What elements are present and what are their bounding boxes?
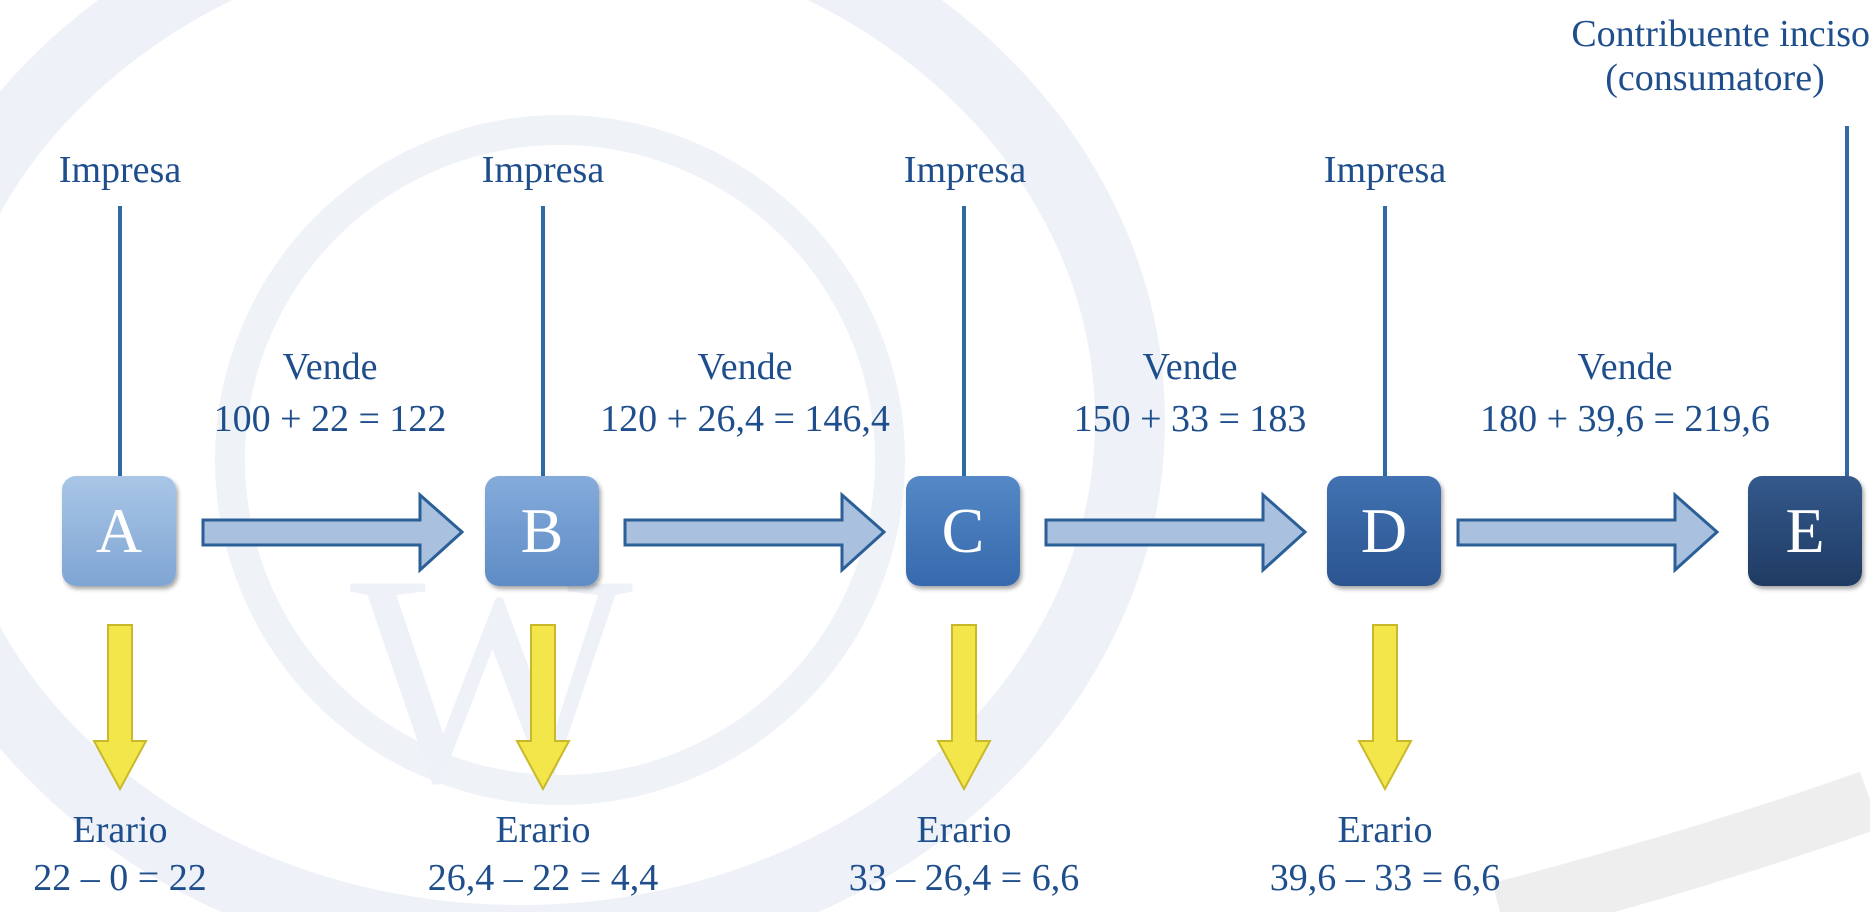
sale-arrow-ab bbox=[201, 491, 465, 574]
connector-line-b bbox=[541, 206, 545, 476]
connector-line-d bbox=[1383, 206, 1387, 476]
sale-title-cd: Vende bbox=[1142, 346, 1238, 388]
erario-label-a: Erario 22 – 0 = 22 bbox=[0, 808, 240, 900]
erario-calc-a: 22 – 0 = 22 bbox=[33, 857, 207, 899]
sale-calc-ab: 100 + 22 = 122 bbox=[213, 398, 447, 440]
tax-arrow-d bbox=[1357, 624, 1413, 792]
sale-calc-bc: 120 + 26,4 = 146,4 bbox=[600, 398, 890, 440]
sale-label-de: Vende 180 + 39,6 = 219,6 bbox=[1430, 345, 1820, 441]
tax-arrow-c bbox=[936, 624, 992, 792]
erario-calc-b: 26,4 – 22 = 4,4 bbox=[427, 857, 659, 899]
sale-title-ab: Vende bbox=[282, 346, 378, 388]
connector-line-a bbox=[118, 206, 122, 476]
sale-calc-de: 180 + 39,6 = 219,6 bbox=[1480, 398, 1770, 440]
impresa-label-a: Impresa bbox=[58, 149, 182, 191]
erario-label-d: Erario 39,6 – 33 = 6,6 bbox=[1225, 808, 1545, 900]
sale-label-bc: Vende 120 + 26,4 = 146,4 bbox=[560, 345, 930, 441]
erario-calc-c: 33 – 26,4 = 6,6 bbox=[848, 857, 1080, 899]
sale-title-de: Vende bbox=[1577, 346, 1673, 388]
tax-arrow-a bbox=[92, 624, 148, 792]
erario-title-a: Erario bbox=[72, 809, 168, 851]
sale-arrow-bc bbox=[623, 491, 887, 574]
erario-label-c: Erario 33 – 26,4 = 6,6 bbox=[804, 808, 1124, 900]
erario-title-d: Erario bbox=[1337, 809, 1433, 851]
sale-arrow-de bbox=[1456, 491, 1720, 574]
impresa-label-c: Impresa bbox=[903, 149, 1027, 191]
consumer-label-line1: Contribuente inciso bbox=[1571, 13, 1870, 55]
node-e: E bbox=[1748, 476, 1862, 586]
node-d: D bbox=[1327, 476, 1441, 586]
erario-label-b: Erario 26,4 – 22 = 4,4 bbox=[383, 808, 703, 900]
sale-label-cd: Vende 150 + 33 = 183 bbox=[1040, 345, 1340, 441]
node-a: A bbox=[62, 476, 176, 586]
consumer-label-line2: (consumatore) bbox=[1605, 57, 1825, 99]
connector-line-c bbox=[962, 206, 966, 476]
node-c: C bbox=[906, 476, 1020, 586]
sale-title-bc: Vende bbox=[697, 346, 793, 388]
connector-line-e bbox=[1845, 126, 1849, 476]
sale-arrow-cd bbox=[1044, 491, 1308, 574]
impresa-label-b: Impresa bbox=[481, 149, 605, 191]
erario-title-c: Erario bbox=[916, 809, 1012, 851]
impresa-label-d: Impresa bbox=[1323, 149, 1447, 191]
erario-title-b: Erario bbox=[495, 809, 591, 851]
node-b: B bbox=[485, 476, 599, 586]
tax-arrow-b bbox=[515, 624, 571, 792]
consumer-label: Contribuente inciso (consumatore) bbox=[1470, 12, 1870, 100]
sale-label-ab: Vende 100 + 22 = 122 bbox=[180, 345, 480, 441]
sale-calc-cd: 150 + 33 = 183 bbox=[1073, 398, 1307, 440]
erario-calc-d: 39,6 – 33 = 6,6 bbox=[1269, 857, 1501, 899]
